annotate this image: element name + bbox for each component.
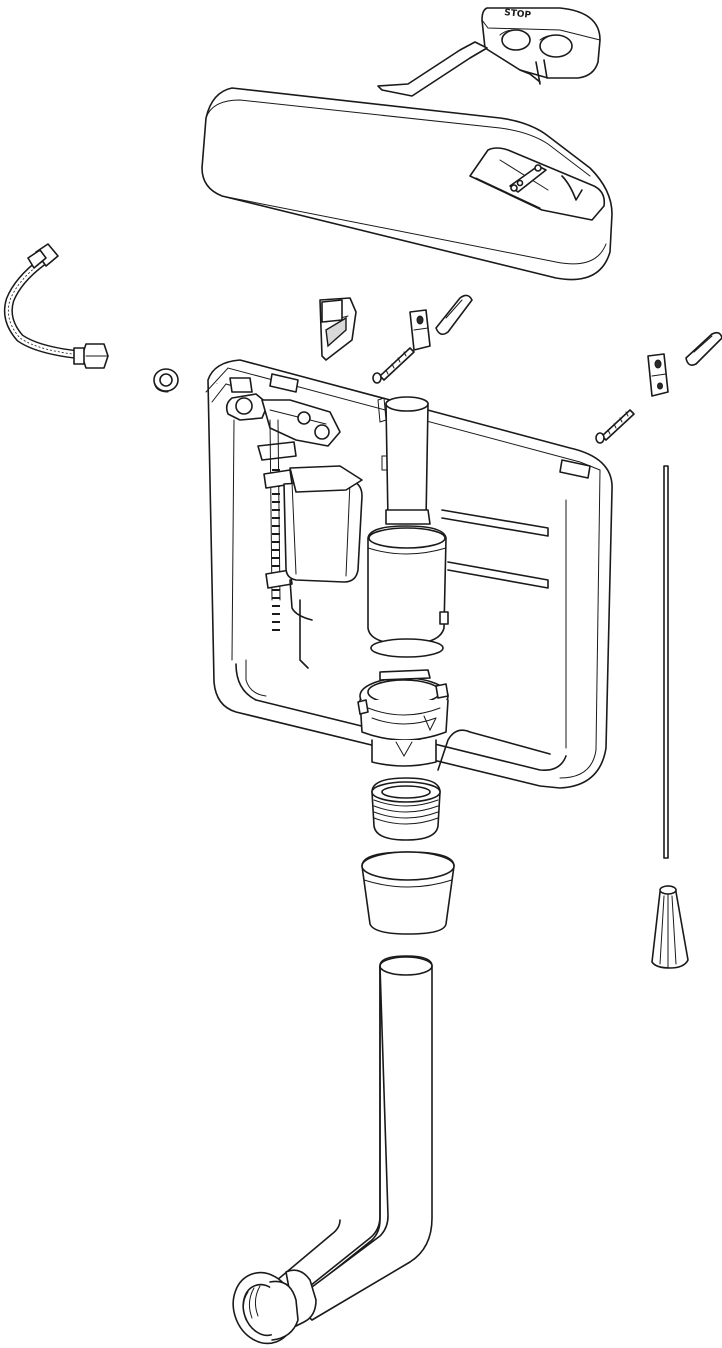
flush-pipe xyxy=(269,955,433,1327)
wall-bracket xyxy=(319,297,357,361)
fill-valve xyxy=(225,393,363,669)
stop-label: STOP xyxy=(504,8,532,21)
svg-text:·: · xyxy=(216,381,218,388)
rubber-cone xyxy=(361,851,455,935)
flush-valve xyxy=(357,396,449,767)
cistern-lid xyxy=(201,87,613,281)
flush-valve-nut xyxy=(371,777,441,841)
flexible-hose xyxy=(3,243,109,369)
push-rod-cap xyxy=(651,885,689,969)
screw xyxy=(372,347,635,444)
wall-hook xyxy=(409,309,669,397)
push-rod xyxy=(663,465,669,859)
pipe-seal xyxy=(232,1271,299,1345)
wall-plug xyxy=(435,294,722,366)
push-button-plate: STOP xyxy=(377,7,601,97)
hose-washer xyxy=(153,368,179,393)
